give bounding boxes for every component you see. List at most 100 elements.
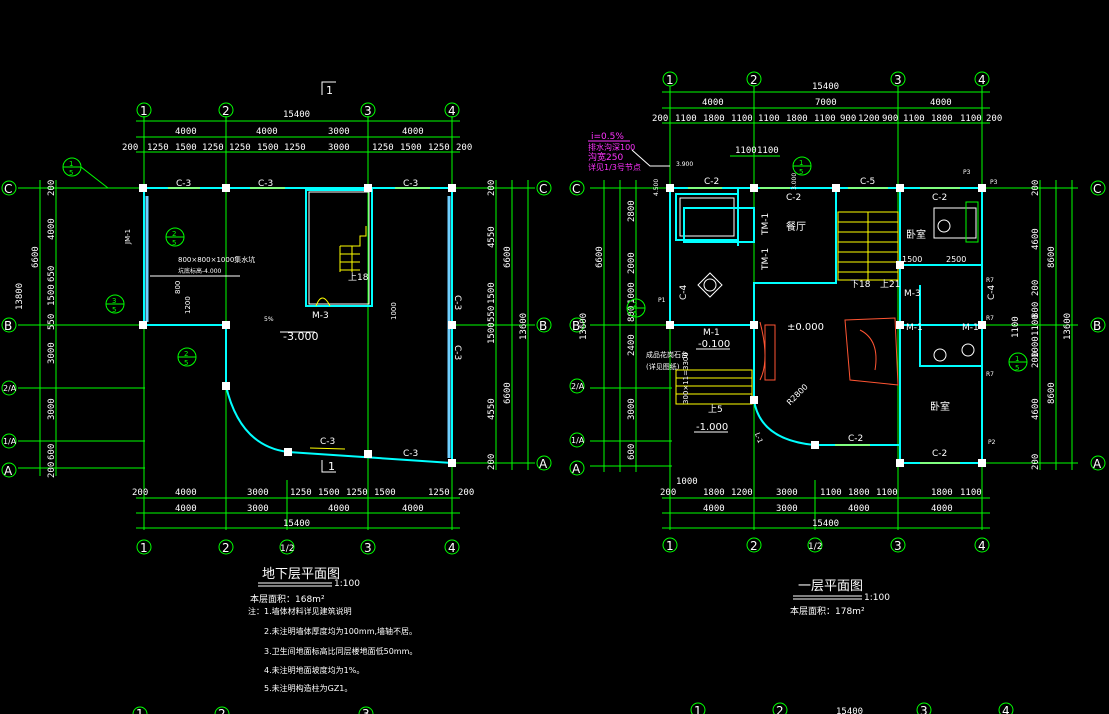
note-line: 注：1.墙体材料详见建筑说明 [248,606,352,616]
door-label: M-1 [962,323,979,333]
misc-label: L-1 [753,432,764,445]
dim-text: 200 [1031,454,1041,470]
dim-text: 1250 [346,488,368,498]
axis-label: 3 [894,539,902,553]
window-label: C-3 [452,295,462,310]
axis-label: 2 [218,707,226,714]
dim-text: 3000 [627,398,637,420]
dim-text: 1500 [400,143,422,153]
dim-text: 8600 [1047,246,1057,268]
ground-bottom-dims: 200 1800 1200 3000 1100 1800 1100 1800 1… [660,488,982,529]
dim-text: 200 [1031,352,1041,368]
basement-detail-refs: 1 5 2 5 3 5 2 5 [62,157,197,367]
basement-left-dims: 200 4000 650 1500 550 3000 3000 600 200 … [15,180,57,478]
axis-label: 2/A [3,384,17,393]
dim-text: 4000 [848,504,870,514]
detail-ref: 1 [799,159,803,167]
dim-text: 4600 [1031,398,1041,420]
axis-label: A [4,464,13,478]
basement-axis-top: 1 2 3 4 [136,102,460,118]
axis-label: 2 [222,104,230,118]
dim-text: 200 [47,180,57,196]
section-mark-label: 1 [326,84,333,97]
axis-label: 4 [978,73,986,87]
dim-text: 900 [840,114,856,124]
dim-text: 4000 [175,504,197,514]
axis-label: 1/2 [808,542,822,552]
door-label: M-1 [906,323,923,333]
dim-text: 1500 [487,282,497,304]
dim-text: 1800 [848,488,870,498]
ground-axis-left: C B 2/A 1/A A [569,180,585,476]
dim-text: 4000 [175,127,197,137]
dim-text: 3000 [247,488,269,498]
stair-label: 上5 [708,404,723,415]
dim-text: 200 [458,488,474,498]
ground-floor-plan: 1 2 3 4 1 2 1/2 3 4 C B 2/A 1/A A C B A … [569,71,1106,617]
basement-door-swing [315,297,331,307]
dim-text: 1000 [627,282,637,304]
ground-detail-refs: 1 5 2 5 1 5 [626,156,1028,372]
dim-text: 800 [627,306,637,322]
section-mark-label: 1 [328,460,335,473]
dim-text: 1800 [931,114,953,124]
ground-floor-area: 本层面积：178m² [790,605,865,617]
axis-label: 1 [140,104,148,118]
note-line: 2.未注明墙体厚度均为100mm,墙轴不居。 [264,626,417,636]
axis-label: 1 [666,539,674,553]
drainage-notes: i=0.5% 排水沟深100 沟宽250 详见1/3号节点 [588,132,670,172]
dim-text: 600 [47,444,57,460]
dim-text: 1100 [675,114,697,124]
axis-label: A [572,462,581,476]
basement-axis-right: C B A [536,180,552,471]
misc-label: R7 [986,371,994,378]
misc-label: 4.500 [653,179,660,196]
dim-text: 1100 [735,146,757,156]
axis-label: 3 [364,541,372,555]
basement-axis-left: C B 2/A 1/A A [1,180,17,478]
dim-text: 650 [47,266,57,282]
dim-text: 4000 [702,98,724,108]
window-label: C-3 [403,449,418,459]
ground-furniture [697,201,979,386]
dim-text: 4550 [487,398,497,420]
dim-text: 1800 [786,114,808,124]
basement-walls [143,187,453,464]
axis-label: 3 [362,707,370,714]
dim-text: 1800 [703,114,725,124]
axis-label: 2 [222,541,230,555]
dim-text: 4000 [47,218,57,240]
window-label: C-2 [704,177,719,187]
dim-text: 200 [487,454,497,470]
axis-label: 2/A [571,382,585,391]
dim-total-top: 15400 [812,82,839,92]
door-label: M-1 [703,328,720,338]
detail-ref: 5 [1015,364,1019,372]
axis-label: 1 [136,707,144,714]
basement-axis-bottom: 1 2 1/2 3 4 [136,539,460,555]
ground-grid-lines [590,86,1078,530]
drain-note: i=0.5% [591,132,624,142]
dim-text: 1000 [1031,336,1041,358]
axis-label: 3 [364,104,372,118]
dim-text: 2400 [627,334,637,356]
sump-note: 坑底标高-4.000 [178,267,222,275]
detail-ref: 3 [112,297,116,305]
basement-right-dims: 200 4550 1500 550 1500 4550 200 6600 136… [487,180,529,470]
detail-ref: 5 [69,169,73,177]
axis-label: C [1093,182,1101,196]
ground-axis-right: C B A [1090,180,1106,471]
dim-text: 1250 [290,488,312,498]
dim-text: 1500 [175,143,197,153]
room-label: 卧室 [906,228,926,241]
basement-scale: 1:100 [334,579,360,589]
dim-text: 200 [122,143,138,153]
slope-label: 5% [264,316,274,323]
dim-text: 1100 [731,114,753,124]
dim-text: 15400 [836,707,863,714]
detail-ref: 5 [799,168,803,176]
window-label: C-3 [403,179,418,189]
note-line: 5.未注明构造柱为GZ1。 [264,683,352,693]
dim-small: 1200 [184,296,192,314]
